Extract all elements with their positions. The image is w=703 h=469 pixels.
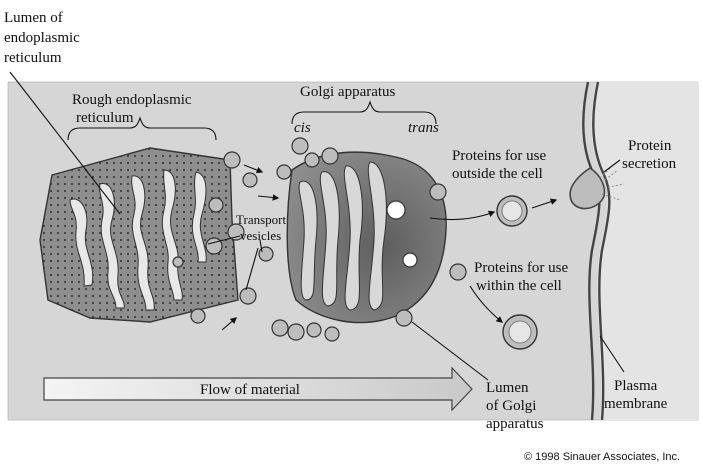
vesicle-flow-arrows	[221, 164, 280, 331]
flow-of-material-arrow	[43, 366, 473, 412]
label-plasma-line2: membrane	[604, 396, 668, 412]
label-within-line2: within the cell	[476, 278, 562, 294]
label-golgi-apparatus: Golgi apparatus	[300, 84, 396, 100]
golgi-trans-vesicles	[395, 183, 447, 327]
label-secretion-line2: secretion	[622, 156, 677, 172]
label-trans: trans	[408, 120, 439, 136]
label-rough-er-line1: Rough endoplasmic	[72, 92, 192, 108]
intracellular-vesicle	[449, 263, 538, 350]
label-lumen-er-line1: Lumen of	[4, 10, 63, 26]
label-transport-vesicles-line1: Transport	[236, 212, 286, 227]
label-cis: cis	[294, 120, 311, 136]
label-plasma-line1: Plasma	[614, 378, 658, 394]
leader-lines	[9, 71, 625, 381]
label-lumen-er-line3: reticulum	[4, 50, 62, 66]
er-lumen-channels	[69, 169, 207, 311]
label-transport-vesicles-line2: vesicles	[240, 228, 281, 243]
golgi-cisternae	[298, 161, 387, 311]
secretory-vesicle	[496, 195, 528, 227]
label-outside-line1: Proteins for use	[452, 148, 546, 164]
label-within-line1: Proteins for use	[474, 260, 568, 276]
secreted-protein-spray	[599, 165, 625, 201]
label-flow-of-material: Flow of material	[200, 382, 300, 398]
label-lumen-golgi-line2: of Golgi	[486, 398, 536, 414]
rough-er-brace	[67, 116, 217, 141]
sorting-arrows	[429, 198, 558, 323]
label-lumen-er-line2: endoplasmic	[4, 30, 80, 46]
golgi-cis-vesicles	[271, 137, 340, 342]
plasma-membrane	[582, 81, 601, 421]
golgi-apparatus	[286, 151, 447, 324]
label-outside-line2: outside the cell	[452, 166, 543, 182]
label-secretion-line1: Protein	[628, 138, 672, 154]
extracellular-space	[591, 82, 698, 420]
label-lumen-golgi-line3: apparatus	[486, 416, 544, 432]
golgi-brace	[291, 100, 437, 125]
transport-vesicles	[172, 151, 274, 324]
label-lumen-golgi-line1: Lumen	[486, 380, 529, 396]
copyright-notice: © 1998 Sinauer Associates, Inc.	[524, 451, 680, 463]
label-rough-er-line2: reticulum	[76, 110, 134, 126]
rough-er	[39, 147, 239, 323]
plasma-membrane-inner	[592, 81, 611, 421]
